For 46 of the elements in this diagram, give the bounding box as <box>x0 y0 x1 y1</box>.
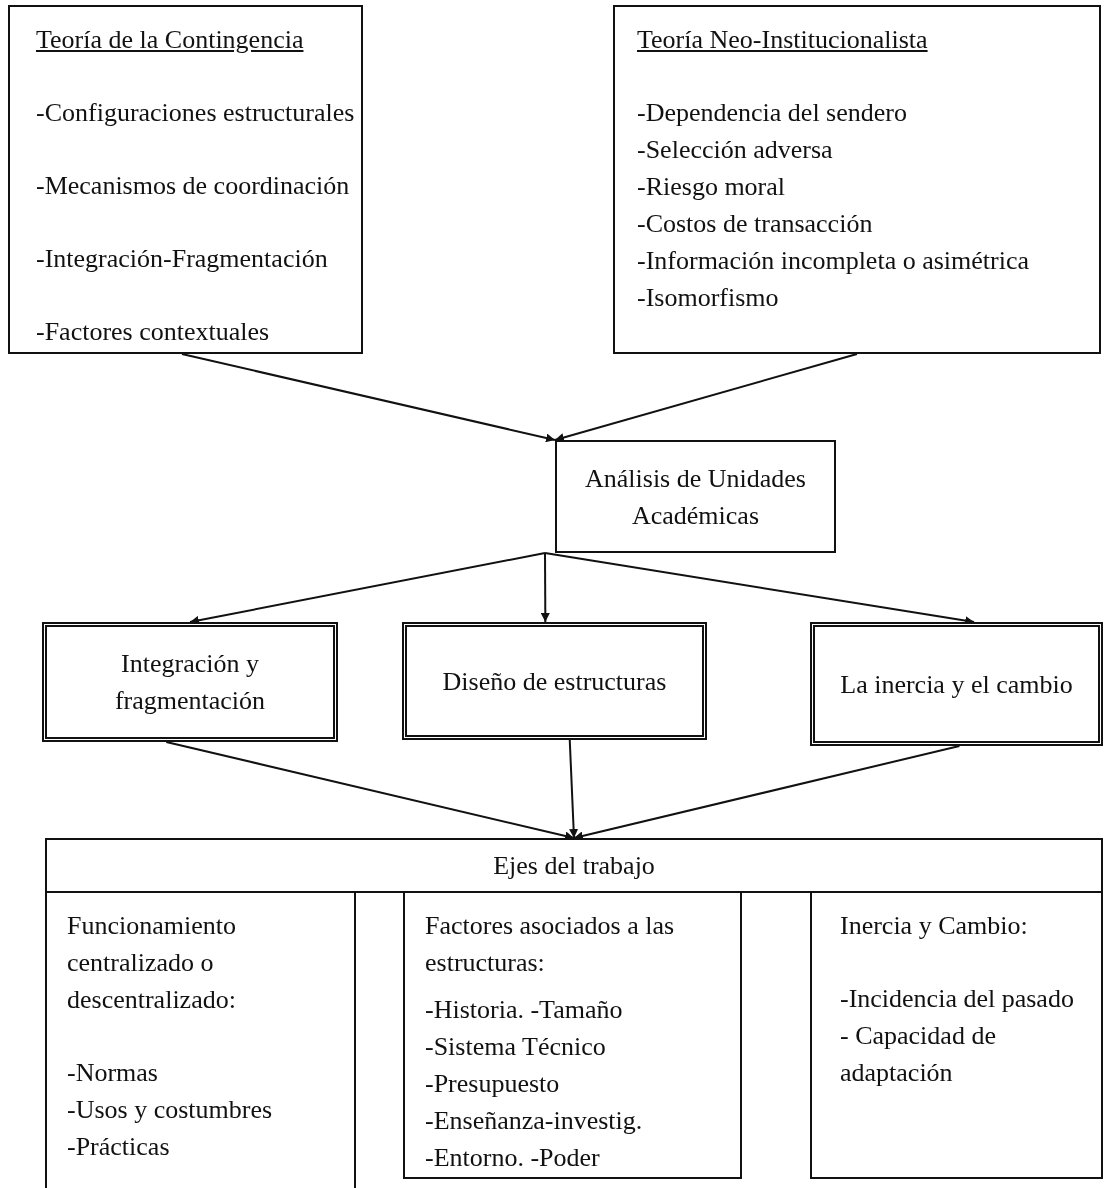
list-item: -Sistema Técnico <box>425 1031 607 1063</box>
process-box <box>45 838 1103 893</box>
arrow <box>540 552 550 623</box>
arrow <box>165 741 575 841</box>
text-box <box>403 891 742 1179</box>
node-label: La inercia y el cambio <box>839 668 1074 701</box>
list-item: -Riesgo moral <box>637 171 787 203</box>
node-label: Integración y fragmentación <box>113 648 267 717</box>
list-item: -Incidencia del pasado <box>840 983 1075 1015</box>
list-item: -Isomorfismo <box>637 282 780 314</box>
list-item: -Prácticas <box>67 1131 171 1163</box>
list-item: -Enseñanza-investig. <box>425 1105 644 1137</box>
list-item: -Usos y costumbres <box>67 1094 274 1126</box>
list-item: -Costos de transacción <box>637 208 874 240</box>
arrow <box>568 739 579 839</box>
arrow <box>554 353 858 442</box>
list-item: -Información incompleta o asimétrica <box>637 245 1030 277</box>
list-item: -Historia. -Tamaño <box>425 994 624 1026</box>
list-item: -Mecanismos de coordinación <box>36 170 351 202</box>
box-heading: Teoría Neo-Institucionalista <box>637 24 929 56</box>
text-box <box>810 891 1103 1179</box>
list-item: -Factores contextuales <box>36 316 271 348</box>
text-box <box>8 5 363 354</box>
box-heading: Funcionamiento centralizado o descentralizado: <box>67 910 237 1016</box>
box-heading: Factores asociados a las estructuras: <box>425 910 676 979</box>
list-item: -Presupuesto <box>425 1068 561 1100</box>
box-heading: Teoría de la Contingencia <box>36 24 305 56</box>
arrow <box>573 745 961 841</box>
list-item: -Normas <box>67 1057 159 1089</box>
list-item: - Capacidad de adaptación <box>840 1020 997 1089</box>
process-box <box>555 440 836 553</box>
double-border-box <box>810 622 1103 746</box>
list-item: -Entorno. -Poder <box>425 1142 601 1174</box>
list-item: -Selección adversa <box>637 134 834 166</box>
box-heading: Inercia y Cambio: <box>840 910 1029 942</box>
text-box <box>613 5 1101 354</box>
arrow <box>180 353 556 443</box>
double-border-box <box>42 622 338 742</box>
node-label: Diseño de estructuras <box>441 665 668 698</box>
list-item: -Integración-Fragmentación <box>36 243 329 275</box>
list-item: -Configuraciones estructurales <box>36 97 356 129</box>
text-box <box>45 891 356 1188</box>
list-item: -Dependencia del sendero <box>637 97 908 129</box>
node-label: Análisis de Unidades Académicas <box>584 462 807 532</box>
node-label: Ejes del trabajo <box>492 850 656 882</box>
double-border-box <box>402 622 707 740</box>
